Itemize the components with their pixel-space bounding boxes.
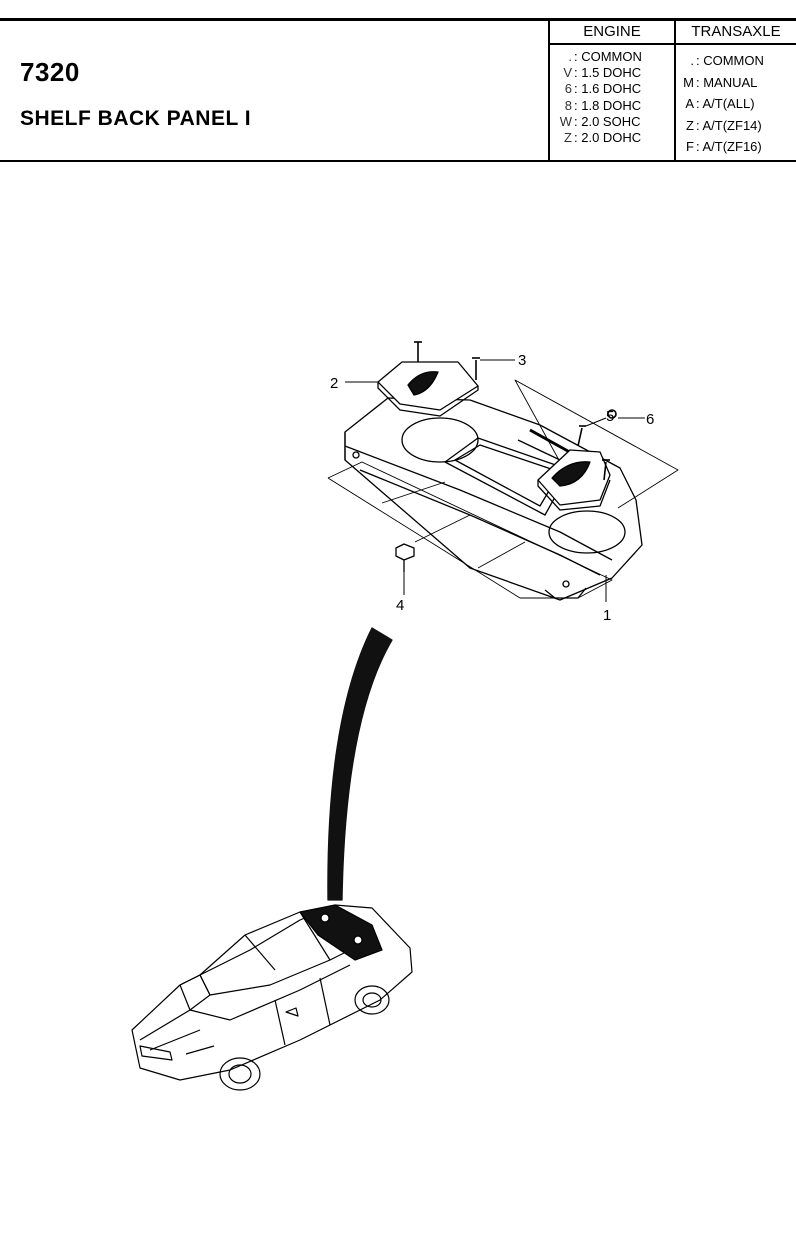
assembly-guide-plane (327, 379, 679, 599)
engine-row: Z: 2.0 DOHC (564, 130, 642, 146)
engine-row: 8: 1.8 DOHC (564, 97, 642, 113)
clip-fastener-drawing (395, 543, 415, 572)
engine-row: V: 1.5 DOHC (563, 65, 642, 81)
callout-numbers: 1 2 3 4 5 6 (330, 352, 654, 624)
speaker-cover-left-drawing (377, 361, 479, 417)
catalog-header: 7320 SHELF BACK PANEL I ENGINE .: COMMON… (0, 18, 796, 162)
transaxle-row: A: A/T(ALL) (685, 96, 755, 111)
engine-row: .: COMMON (568, 49, 642, 64)
transaxle-row: M: MANUAL (683, 74, 758, 90)
vehicle-drawing (131, 904, 413, 1091)
screw-fasteners (414, 341, 617, 481)
transaxle-row: Z: A/T(ZF14) (686, 117, 762, 133)
engine-row: W: 2.0 SOHC (559, 113, 641, 129)
engine-legend: ENGINE .: COMMON V: 1.5 DOHC 6: 1.6 DOHC… (548, 21, 674, 160)
location-pointer (327, 627, 393, 901)
code-legend: ENGINE .: COMMON V: 1.5 DOHC 6: 1.6 DOHC… (548, 21, 796, 160)
speaker-cover-right-drawing (537, 449, 611, 511)
callout-number: 1 (603, 607, 611, 624)
callout-number: 5 (606, 408, 614, 425)
transaxle-row: .: COMMON (690, 53, 764, 68)
engine-row: 6: 1.6 DOHC (564, 81, 642, 97)
transaxle-legend-title: TRANSAXLE (676, 21, 796, 45)
section-code: 7320 (20, 57, 80, 87)
callout-number: 3 (518, 352, 526, 369)
callout-number: 4 (396, 597, 404, 614)
callout-number: 2 (330, 375, 338, 392)
transaxle-legend: TRANSAXLE .: COMMON M: MANUAL A: A/T(ALL… (674, 21, 796, 160)
section-title: SHELF BACK PANEL I (20, 107, 252, 130)
transaxle-row: F: A/T(ZF16) (686, 139, 762, 154)
engine-legend-title: ENGINE (550, 21, 674, 45)
callout-number: 6 (646, 411, 654, 428)
callout-leaders (345, 359, 645, 602)
